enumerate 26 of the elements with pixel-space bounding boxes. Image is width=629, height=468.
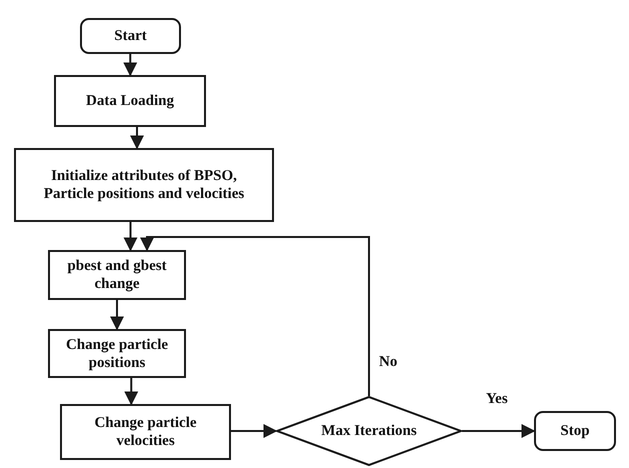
node-text: Start <box>114 27 147 45</box>
node-text: pbest and gbest change <box>66 257 168 293</box>
arrow <box>140 236 370 396</box>
node-text: Data Loading <box>86 92 174 110</box>
process-box <box>14 148 274 222</box>
process-box <box>48 329 186 378</box>
arrow <box>462 424 536 438</box>
process-box <box>60 404 231 460</box>
decision-diamond <box>276 396 462 466</box>
edge-label: No <box>379 354 398 371</box>
terminal-box <box>534 411 616 451</box>
arrow <box>130 127 144 150</box>
node-text: Initialize attributes of BPSO, Particle positions and velocities <box>42 167 246 203</box>
arrow <box>124 222 138 252</box>
process-box <box>54 75 206 127</box>
arrow <box>123 54 138 76</box>
node-text: Stop <box>560 422 590 440</box>
arrow <box>231 424 278 438</box>
node-text: Change particle positions <box>64 336 170 372</box>
arrow <box>110 300 124 330</box>
node-text: Change particle velocities <box>93 414 198 450</box>
edge-label: Yes <box>486 391 508 408</box>
node-text: Max Iterations <box>321 422 417 440</box>
process-box <box>48 250 186 300</box>
terminal-box <box>80 18 181 54</box>
arrow <box>124 378 138 406</box>
